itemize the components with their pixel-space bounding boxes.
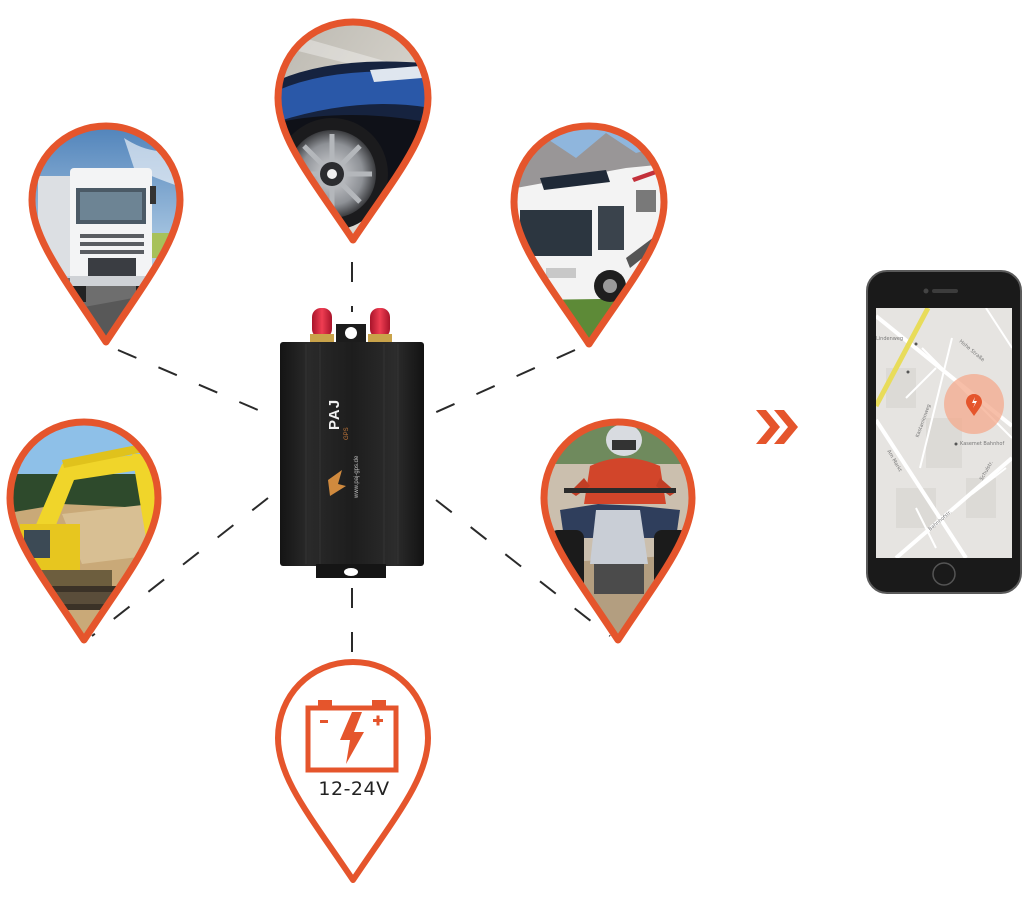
location-pin-icon[interactable]	[966, 394, 982, 416]
pin-camper-outline	[510, 122, 668, 348]
device-brand: PAJ	[326, 398, 343, 430]
pin-quad-outline	[540, 418, 696, 644]
pin-car-outline	[274, 18, 432, 244]
antenna-left	[310, 308, 334, 342]
device-subbrand: GPS	[344, 427, 350, 440]
pin-quad	[540, 418, 696, 644]
connector-line-quad	[435, 499, 611, 637]
connector-line-truck	[117, 349, 273, 417]
battery-icon	[305, 700, 399, 773]
lightning-icon	[340, 712, 364, 764]
voltage-label: 12-24V	[318, 778, 390, 800]
gps-tracker-device	[280, 308, 424, 578]
map-label-street-4: Lindenweg	[876, 336, 904, 342]
antenna-right	[368, 308, 392, 342]
pin-excavator-outline	[6, 418, 162, 644]
pin-car	[274, 18, 432, 244]
pin-battery	[275, 659, 431, 883]
pin-camper	[510, 122, 668, 348]
map-canvas	[876, 308, 1012, 558]
smartphone: Kasemet Bahnhof Hohe Straße Kastanienweg…	[866, 270, 1022, 594]
pin-truck-outline	[28, 122, 184, 346]
map-label-station: Kasemet Bahnhof	[960, 441, 1005, 447]
double-chevron-right-icon	[756, 410, 798, 444]
phone-screen-map[interactable]: Kasemet Bahnhof Hohe Straße Kastanienweg…	[876, 308, 1012, 558]
pin-excavator	[6, 418, 162, 644]
connector-line-excavator	[91, 497, 269, 637]
device-url: www.paj-gps.de	[354, 455, 360, 498]
paj-logo-icon	[328, 470, 346, 496]
pin-truck	[28, 122, 184, 346]
connector-line-camper	[431, 349, 576, 415]
